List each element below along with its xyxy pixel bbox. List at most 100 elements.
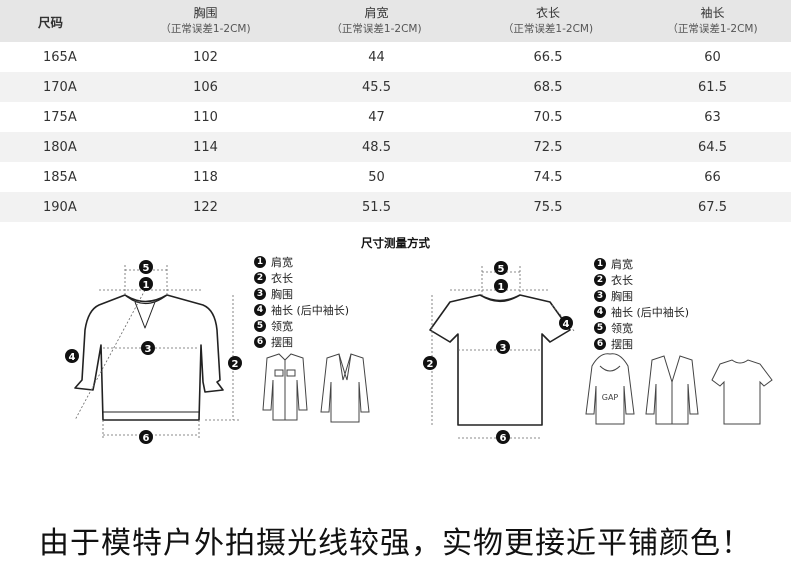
marker-3-label: 3 (145, 344, 152, 355)
measure-title: 尺寸测量方式 (361, 236, 430, 250)
legend-number: 1 (594, 258, 606, 270)
tshirt-diagram: 5 1 3 2 4 6 (423, 261, 576, 444)
table-row: 180A 114 48.5 72.5 64.5 (0, 132, 791, 162)
cell-size: 175A (43, 109, 77, 125)
marker-2-label: 2 (427, 359, 434, 370)
cell-size: 170A (43, 79, 77, 95)
marker-5-icon (494, 261, 508, 275)
cell-length: 70.5 (533, 109, 563, 125)
legend-label: 衣长 (271, 272, 293, 285)
tshirt-small-icon (711, 359, 773, 425)
cell-size: 180A (43, 139, 77, 155)
legend-number: 4 (254, 304, 266, 316)
hoodie-icon (585, 353, 635, 425)
legend-item: 1 肩宽 (254, 254, 349, 270)
cell-length: 75.5 (533, 199, 563, 215)
header-chest-label: 胸围 (193, 6, 218, 20)
denim-jacket-icon (262, 353, 308, 421)
blazer-icon (320, 353, 370, 423)
jacket-illustrations (262, 353, 370, 423)
legend-label: 肩宽 (611, 258, 633, 271)
cell-length: 66.5 (533, 49, 563, 65)
legend-label: 袖长 (后中袖长) (611, 306, 690, 319)
longsleeve-collar (124, 294, 168, 305)
longsleeve-diagram: 5 1 3 2 4 6 (65, 260, 242, 444)
casual-illustrations: GAP (585, 353, 773, 425)
marker-6-icon (139, 430, 153, 444)
cell-shoulder: 51.5 (362, 199, 391, 215)
cell-size: 165A (43, 49, 77, 65)
marker-1-label: 1 (498, 282, 505, 293)
size-table: 尺码 胸围 （正常误差1-2CM) 肩宽 （正常误差1-2CM) 衣长 （正常误… (0, 0, 791, 222)
header-sleeve-label: 袖长 (700, 6, 725, 20)
cell-chest: 106 (193, 79, 218, 95)
marker-6-label: 6 (143, 433, 150, 444)
header-length: 衣长 （正常误差1-2CM) (462, 0, 634, 42)
header-shoulder-label: 肩宽 (364, 6, 389, 20)
marker-4-label: 4 (69, 352, 76, 363)
cell-shoulder: 44 (368, 49, 385, 65)
header-shoulder-note: （正常误差1-2CM) (331, 23, 422, 35)
hoodie-print-text: GAP (602, 393, 619, 402)
cell-length: 68.5 (533, 79, 563, 95)
legend-label: 胸围 (611, 290, 633, 303)
legend-number: 3 (594, 290, 606, 302)
cell-chest: 102 (193, 49, 218, 65)
legend-label: 衣长 (611, 274, 633, 287)
legend-item: 3 胸围 (594, 288, 689, 304)
marker-5-label: 5 (143, 263, 150, 274)
tshirt-markers: 5 1 3 2 4 6 (423, 261, 573, 444)
marker-1-icon (494, 279, 508, 293)
legend-number: 5 (594, 322, 606, 334)
legend-item: 6 摆围 (254, 334, 349, 350)
cell-chest: 122 (193, 199, 218, 215)
legend-label: 肩宽 (271, 256, 293, 269)
cell-shoulder: 47 (368, 109, 385, 125)
marker-6-icon (496, 430, 510, 444)
cell-sleeve: 64.5 (698, 139, 727, 155)
cell-sleeve: 67.5 (698, 199, 727, 215)
header-size-label: 尺码 (38, 14, 64, 30)
marker-4-icon (559, 316, 573, 330)
header-sleeve: 袖长 （正常误差1-2CM) (634, 0, 791, 42)
legend-label: 摆围 (611, 338, 633, 351)
legend-label: 摆围 (271, 336, 293, 349)
legend-label: 领宽 (271, 320, 293, 333)
cell-shoulder: 50 (368, 169, 385, 185)
table-row: 170A 106 45.5 68.5 61.5 (0, 72, 791, 102)
cell-size: 190A (43, 199, 77, 215)
table-row: 185A 118 50 74.5 66 (0, 162, 791, 192)
header-sleeve-note: （正常误差1-2CM) (667, 23, 758, 35)
cell-shoulder: 48.5 (362, 139, 391, 155)
marker-2-label: 2 (232, 359, 239, 370)
marker-6-label: 6 (500, 433, 507, 444)
cell-sleeve: 60 (704, 49, 721, 65)
cell-length: 74.5 (533, 169, 563, 185)
cell-sleeve: 63 (704, 109, 721, 125)
legend-number: 1 (254, 256, 266, 268)
cell-chest: 118 (193, 169, 218, 185)
tshirt-outline (429, 294, 571, 426)
marker-5-label: 5 (498, 264, 505, 275)
table-row: 175A 110 47 70.5 63 (0, 102, 791, 132)
header-length-note: （正常误差1-2CM) (502, 23, 594, 35)
legend-item: 1 肩宽 (594, 256, 689, 272)
legend-label: 胸围 (271, 288, 293, 301)
legend-number: 6 (254, 336, 266, 348)
table-header-row: 尺码 胸围 （正常误差1-2CM) 肩宽 （正常误差1-2CM) 衣长 （正常误… (0, 0, 791, 42)
longsleeve-markers: 5 1 3 2 4 6 (65, 260, 242, 444)
longsleeve-outline (74, 294, 224, 421)
header-chest-note: （正常误差1-2CM) (160, 23, 251, 35)
marker-1-label: 1 (143, 280, 150, 291)
marker-3-icon (496, 340, 510, 354)
cell-sleeve: 61.5 (698, 79, 727, 95)
legend-number: 3 (254, 288, 266, 300)
legend-number: 6 (594, 338, 606, 350)
